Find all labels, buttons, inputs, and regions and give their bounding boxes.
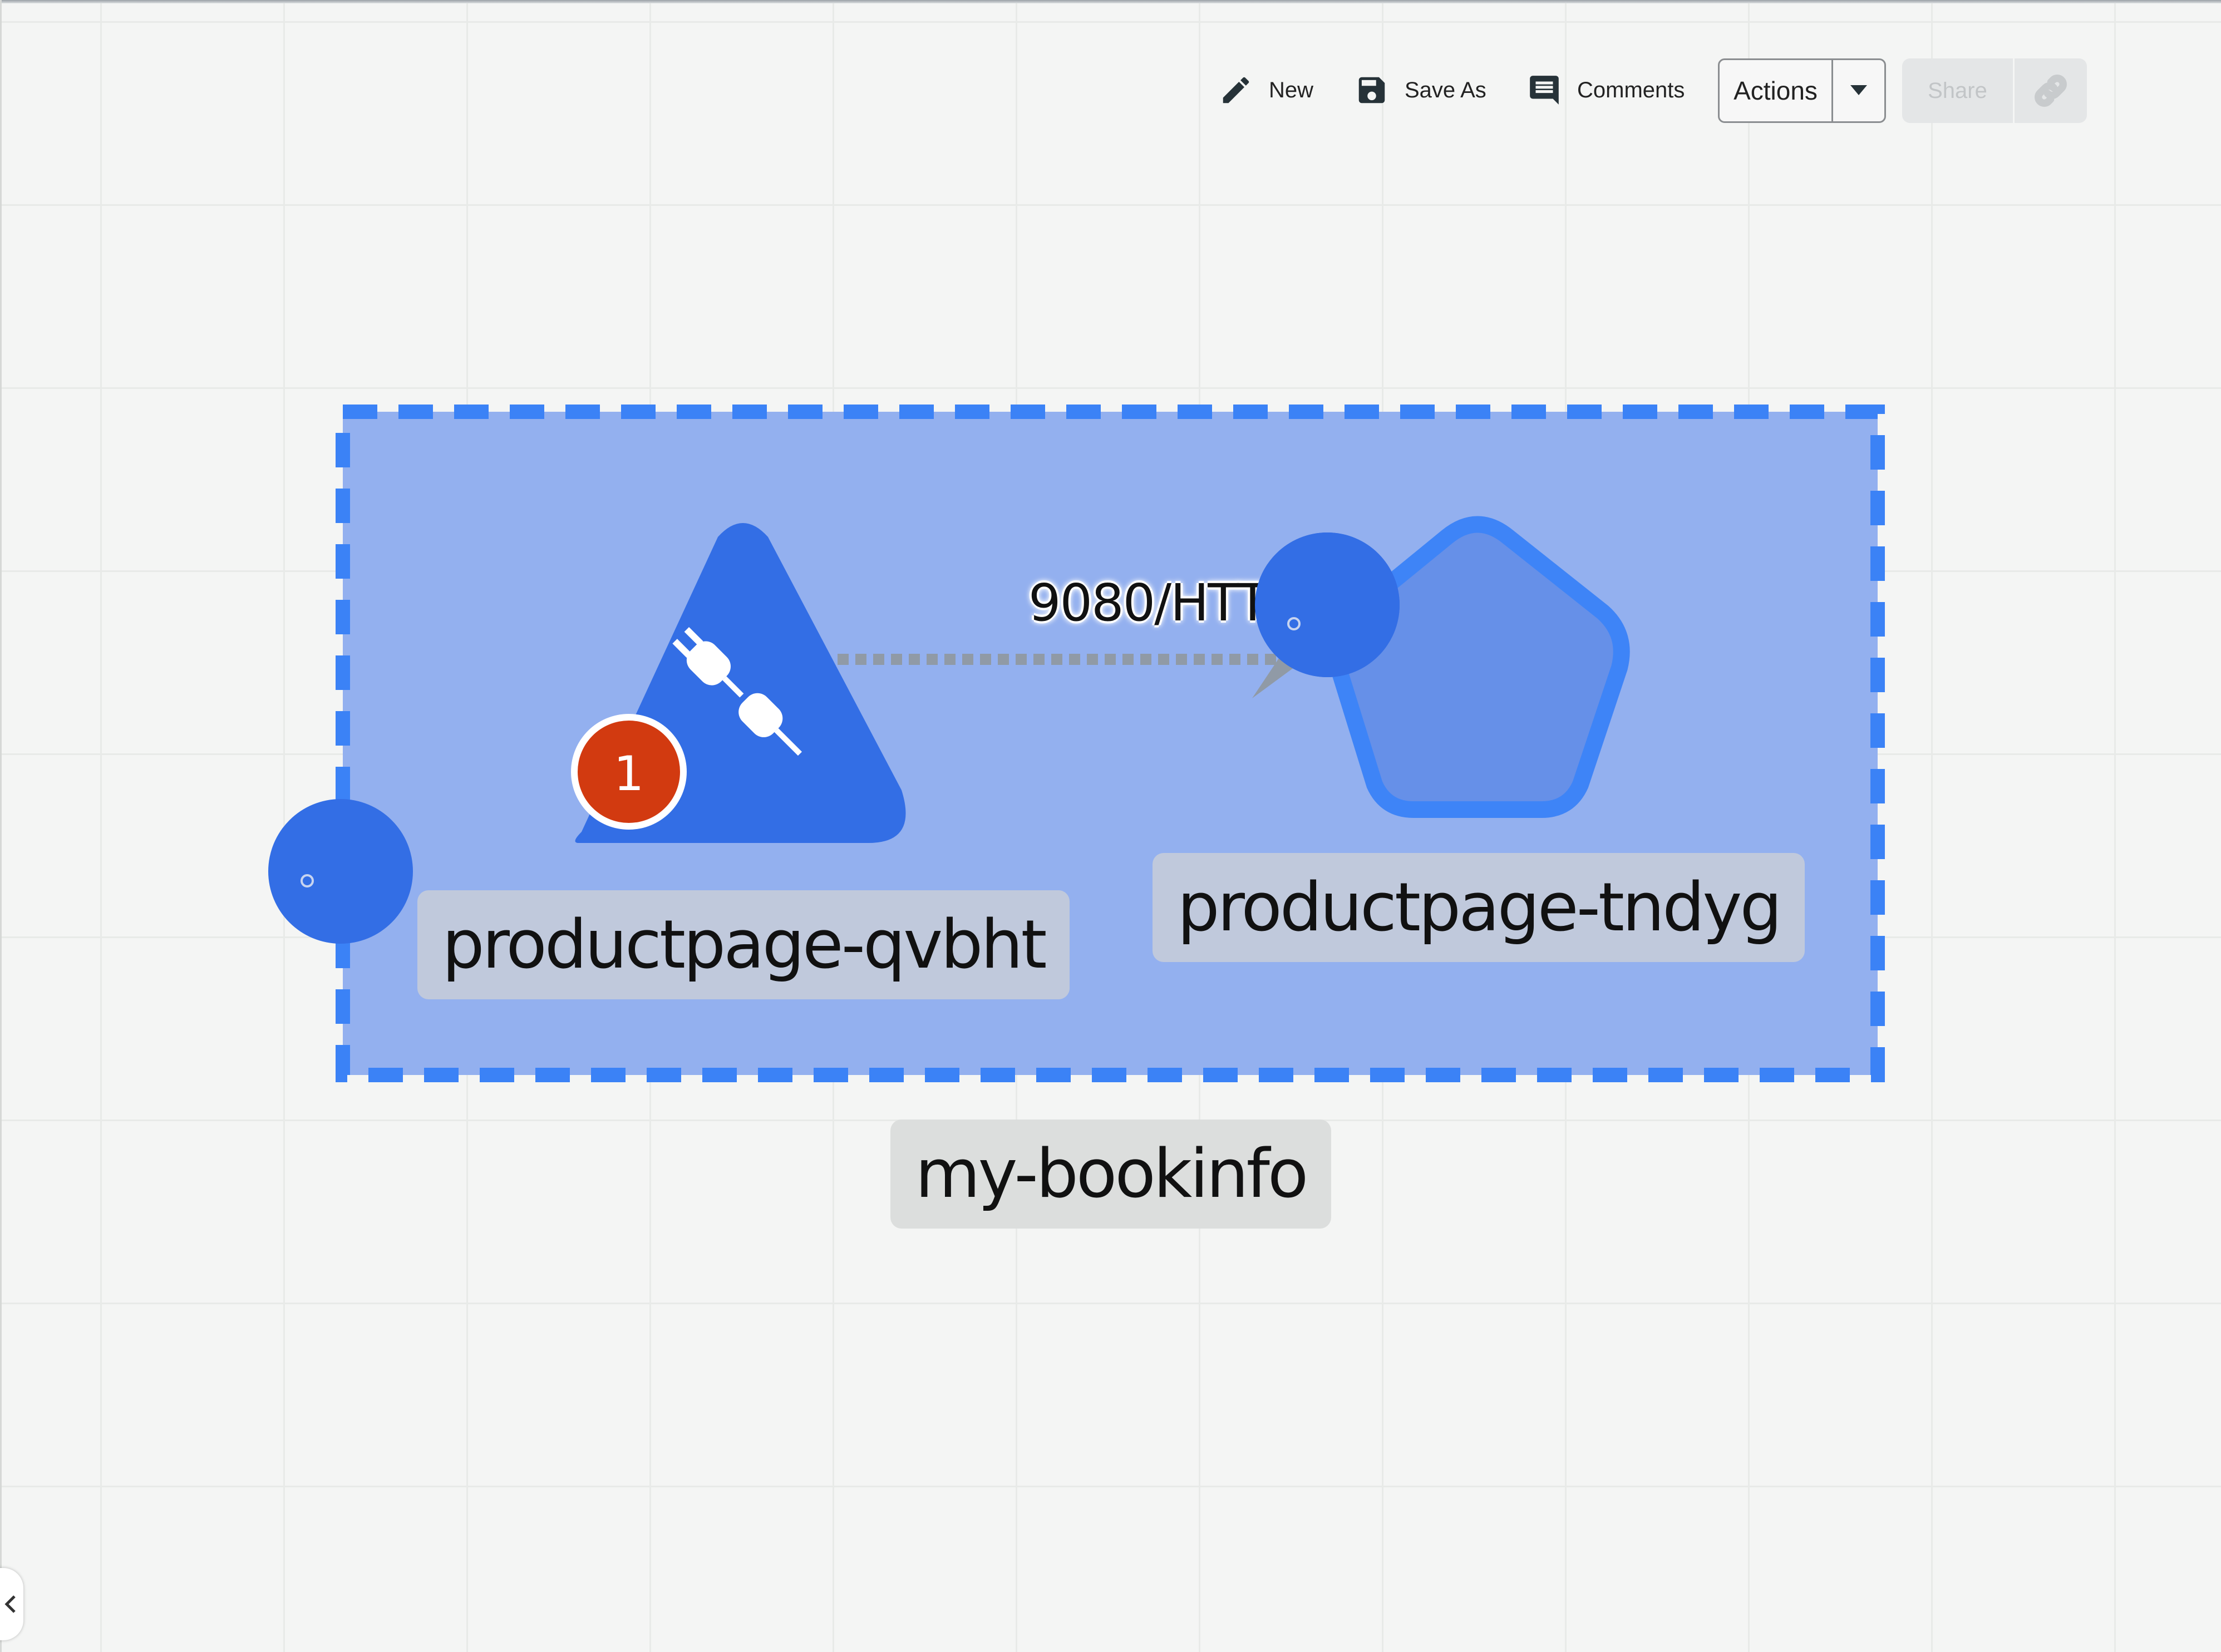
actions-button[interactable]: Actions	[1720, 60, 1833, 121]
pencil-icon	[1223, 77, 1249, 103]
node-label: productpage-tndyg	[1153, 853, 1805, 962]
edge-label: 9080/HTT	[1028, 573, 1268, 633]
share-group: Share	[1902, 58, 2087, 123]
warning-badge-count: 1	[614, 746, 644, 802]
comments-button[interactable]: Comments	[1527, 73, 1685, 107]
connection-handle-overlay[interactable]	[1255, 532, 1400, 677]
new-button[interactable]: New	[1219, 73, 1313, 107]
node-label: productpage-qvbht	[417, 890, 1070, 999]
connection-handle[interactable]	[268, 799, 413, 944]
share-button[interactable]: Share	[1902, 58, 2015, 123]
caret-down-icon	[1850, 85, 1867, 95]
copy-link-button[interactable]	[2015, 58, 2087, 123]
save-as-button-label: Save As	[1405, 77, 1486, 102]
warning-badge[interactable]	[578, 721, 680, 823]
left-border	[0, 0, 2, 1652]
top-border	[0, 0, 2221, 3]
new-button-label: New	[1269, 77, 1314, 102]
actions-toggle[interactable]	[1833, 60, 1884, 121]
chevron-left-icon	[4, 1595, 16, 1613]
namespace-label: my-bookinfo	[890, 1120, 1331, 1229]
save-as-button[interactable]: Save As	[1355, 73, 1486, 107]
handle-dot	[301, 874, 314, 887]
floppy-disk-icon	[1358, 77, 1385, 103]
comment-icon	[1530, 76, 1559, 105]
comments-button-label: Comments	[1577, 77, 1685, 102]
actions-dropdown[interactable]: Actions	[1718, 58, 1886, 123]
sidebar-toggle[interactable]	[0, 1568, 23, 1640]
link-icon	[2035, 75, 2067, 107]
plug-icon	[672, 627, 802, 756]
